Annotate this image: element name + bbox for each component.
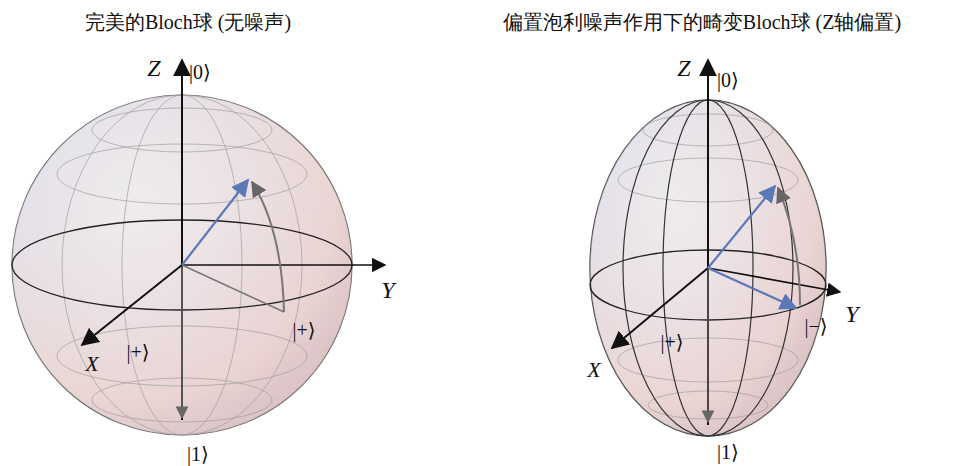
state-label: |0⟩	[717, 70, 739, 90]
state-label: |+⟩	[660, 332, 683, 352]
axis-label: Y	[845, 302, 858, 326]
axis-label: X	[85, 353, 98, 375]
axis-label: Z	[677, 56, 690, 80]
panel-title: 完美的Bloch球 (无噪声)	[85, 12, 291, 32]
axis-label: X	[587, 359, 600, 381]
panel-title: 偏置泡利噪声作用下的畸变Bloch球 (Z轴偏置)	[503, 12, 901, 32]
state-label: |−⟩	[804, 316, 827, 336]
axis-label: Y	[381, 278, 394, 302]
state-label: |0⟩	[189, 62, 211, 82]
state-label: |+⟩	[126, 342, 149, 362]
state-label: |1⟩	[717, 442, 739, 462]
state-label: |+⟩	[292, 320, 315, 340]
state-label: |1⟩	[187, 444, 209, 464]
axis-label: Z	[147, 56, 160, 80]
